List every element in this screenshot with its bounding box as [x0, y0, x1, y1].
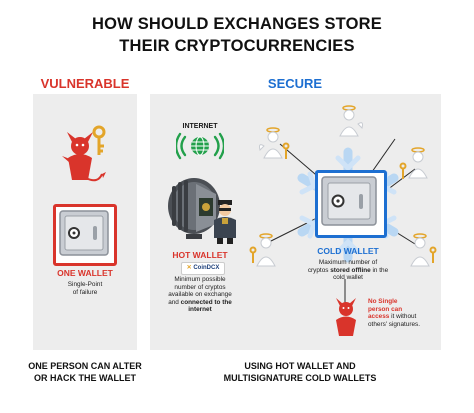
cold-safe-icon	[321, 176, 377, 226]
cold-wallet-desc-1: Maximum number of	[318, 259, 378, 266]
angel-icon	[259, 127, 290, 159]
no-single-note: No Single person can access it without o…	[368, 298, 442, 328]
page-title-line-1: HOW SHOULD EXCHANGES STORE	[91, 15, 382, 33]
angel-icon	[339, 105, 363, 137]
cold-wallet-desc: Maximum number of cryptos stored offline…	[296, 259, 400, 282]
internet-globe-icon	[176, 132, 224, 160]
cold-wallet-desc-2: cryptos stored offline in the	[307, 266, 389, 274]
hot-wallet-label: HOT WALLET	[172, 250, 228, 260]
cold-wallet-desc-3: cold wallet	[333, 274, 363, 282]
angel-icon	[249, 233, 276, 267]
no-single-3: access it without	[368, 313, 417, 321]
vulnerable-caption: ONE PERSON CAN ALTER OR HACK THE WALLET	[20, 360, 150, 384]
secure-heading: SECURE	[267, 76, 323, 91]
no-single-1: No Single	[368, 298, 398, 305]
hot-wallet-desc-4: and connected to the	[168, 298, 232, 306]
vulnerable-heading: VULNERABLE	[40, 76, 130, 91]
page-title-line-2: THEIR CRYPTOCURRENCIES	[119, 37, 355, 55]
hot-wallet-desc-3: available on exchange	[168, 291, 232, 299]
safe-icon	[59, 210, 109, 256]
one-wallet-desc-1: Single-Point	[67, 281, 103, 288]
vulnerable-caption-2: OR HACK THE WALLET	[34, 373, 136, 383]
secure-caption-1: USING HOT WALLET AND	[244, 361, 356, 371]
secure-caption: USING HOT WALLET AND MULTISIGNATURE COLD…	[200, 360, 400, 384]
no-single-2: person can	[368, 305, 403, 313]
guard-icon	[214, 200, 236, 244]
one-wallet-desc-2: of failure	[72, 289, 98, 296]
brand-name: CoinDCX	[193, 265, 220, 271]
angel-icon	[399, 147, 428, 179]
vulnerable-caption-1: ONE PERSON CAN ALTER	[28, 361, 142, 371]
vault-icon	[168, 178, 220, 239]
hot-wallet-desc-2: number of cryptos	[174, 283, 226, 291]
one-wallet-label: ONE WALLET	[57, 268, 113, 278]
hot-wallet-desc-5: internet	[188, 306, 212, 314]
devil-icon	[336, 298, 356, 336]
brand-badge: ✕ CoinDCX	[181, 262, 225, 275]
internet-label: INTERNET	[182, 123, 218, 130]
hot-wallet-desc: Minimum possible number of cryptos avail…	[160, 276, 240, 314]
secure-caption-2: MULTISIGNATURE COLD WALLETS	[223, 373, 377, 383]
brand-logo-icon: ✕	[186, 265, 194, 271]
angel-icon	[410, 233, 437, 267]
no-single-4: others' signatures.	[368, 320, 421, 328]
hot-wallet-desc-1: Minimum possible	[174, 276, 226, 283]
devil-icon	[62, 132, 106, 182]
cold-wallet-label: COLD WALLET	[317, 246, 379, 256]
key-icon	[92, 125, 106, 155]
